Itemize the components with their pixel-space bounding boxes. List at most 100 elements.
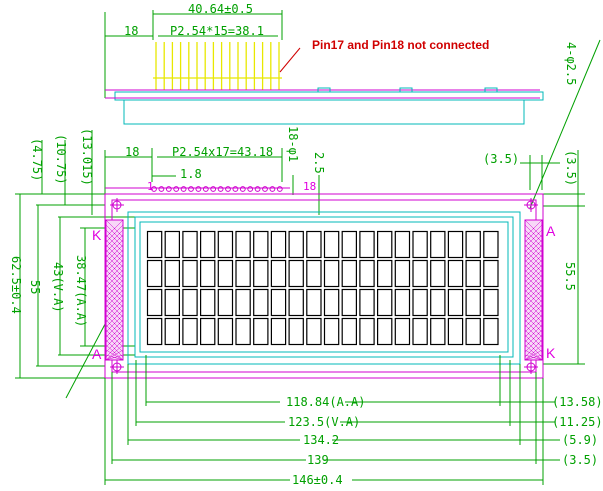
pin-hole — [269, 186, 276, 192]
hatch-line — [105, 254, 124, 273]
hatch-line — [524, 314, 543, 333]
character-cell — [288, 259, 304, 288]
character-cell — [447, 317, 464, 346]
character-cell — [430, 288, 446, 317]
mounting-hole-br — [524, 360, 538, 374]
hatch-line — [524, 249, 543, 268]
character-cell — [341, 288, 358, 317]
character-cell — [483, 230, 499, 259]
dim-bottom-r1: (13.58) — [552, 395, 603, 409]
backlight-right-top: A — [546, 223, 556, 239]
hatch-line — [524, 284, 543, 303]
character-cell — [270, 288, 287, 317]
character-cell — [341, 317, 358, 346]
pin-hole — [202, 186, 209, 192]
character-cell — [217, 230, 234, 259]
pin-hole — [239, 186, 246, 192]
hatch-line — [105, 249, 124, 268]
hatch-line — [524, 324, 543, 343]
hatch-line — [105, 289, 124, 308]
character-cell — [465, 288, 481, 317]
backlight-hatch — [105, 219, 543, 361]
hatch-line — [524, 339, 543, 358]
character-cell — [253, 259, 269, 288]
dim-bottom-aa: 118.84(A.A) — [286, 395, 365, 409]
character-cell — [253, 288, 269, 317]
character-cell — [377, 230, 393, 259]
character-cell — [182, 230, 198, 259]
hatch-line — [105, 284, 124, 303]
hatch-line — [105, 354, 124, 361]
top-dim-offset: 18 — [124, 24, 138, 38]
hatch-line — [105, 239, 124, 258]
character-cell — [235, 230, 251, 259]
character-cell — [412, 288, 428, 317]
character-cell — [200, 230, 216, 259]
character-cell — [465, 259, 481, 288]
character-cells — [146, 230, 499, 346]
character-cell — [164, 259, 180, 288]
dim-left-height-pcb: 55 — [28, 280, 42, 294]
hatch-line — [524, 289, 543, 308]
character-cell — [217, 317, 234, 346]
hatch-line — [524, 274, 543, 293]
character-cell — [394, 230, 411, 259]
hatch-line — [105, 264, 124, 283]
pin-first-label: 1 — [147, 180, 154, 193]
hatch-line — [105, 329, 124, 348]
hatch-line — [524, 254, 543, 273]
hatch-line — [105, 339, 124, 358]
character-cell — [394, 259, 411, 288]
backlight-left-bottom: A — [92, 346, 102, 362]
hatch-line — [524, 234, 543, 253]
character-cell — [200, 317, 216, 346]
hatch-line — [524, 239, 543, 258]
character-cell — [182, 259, 198, 288]
dim-right-top-right: (3.5) — [564, 150, 578, 186]
front-dim-pin-spacing: 2.5 — [312, 152, 326, 174]
dim-bottom-total: 146±0.4 — [292, 473, 343, 487]
hatch-line — [105, 304, 124, 323]
pin-hole — [262, 186, 268, 192]
character-cell — [447, 288, 464, 317]
character-cell — [483, 288, 499, 317]
hatch-line — [524, 349, 543, 361]
character-cell — [217, 288, 234, 317]
pin-hole — [276, 186, 283, 192]
mounting-hole-bl — [110, 360, 124, 374]
hatch-line — [105, 344, 124, 361]
hatch-line — [524, 259, 543, 278]
hatch-line — [524, 224, 543, 243]
hatch-line — [524, 269, 543, 288]
character-cell — [447, 230, 464, 259]
dim-left-d3: (13.015) — [80, 128, 94, 186]
top-dim-overall: 40.64±0.5 — [188, 2, 253, 16]
character-cell — [288, 230, 304, 259]
character-cell — [323, 259, 340, 288]
front-dim-pitch: P2.54x17=43.18 — [172, 145, 273, 159]
hatch-line — [524, 279, 543, 298]
front-dim-pinhole: 18-φ1 — [286, 126, 300, 162]
character-cell — [323, 288, 340, 317]
hatch-line — [524, 304, 543, 323]
hatch-line — [524, 244, 543, 263]
character-cell — [341, 259, 358, 288]
pin-holes — [151, 186, 283, 192]
pin-hole — [151, 186, 157, 192]
pin-last-label: 18 — [303, 180, 316, 193]
character-cell — [483, 259, 499, 288]
pin-hole — [232, 186, 239, 192]
character-cell — [270, 230, 287, 259]
hatch-line — [105, 299, 124, 318]
hatch-line — [105, 259, 124, 278]
mounting-hole-tl — [110, 198, 124, 212]
pin-hole — [180, 186, 187, 192]
hatch-line — [524, 354, 543, 361]
pin-hole — [254, 186, 261, 192]
pin-hole — [210, 186, 217, 192]
hatch-line — [524, 334, 543, 353]
character-cell — [270, 259, 287, 288]
front-dim-pin1: 1.8 — [180, 167, 202, 181]
character-cell — [377, 288, 393, 317]
character-cell — [235, 317, 251, 346]
